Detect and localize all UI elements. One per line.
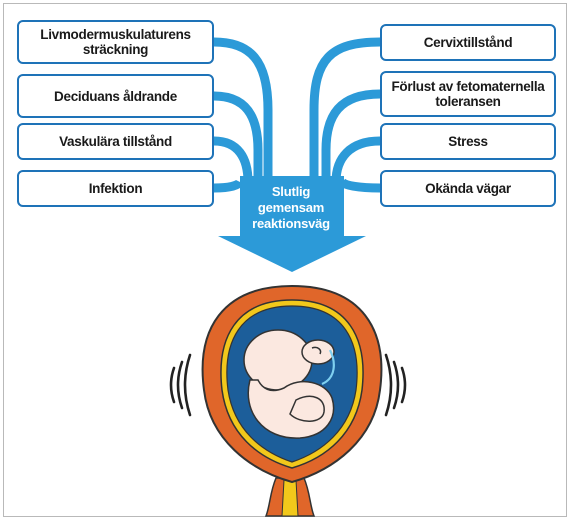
vibration-left-icon (171, 355, 190, 415)
factor-label: Okända vägar (425, 181, 511, 196)
final-pathway-label: Slutlig gemensam reaktionsväg (236, 184, 346, 232)
factor-box-left-1: Livmodermuskulaturens sträckning (17, 20, 214, 64)
vibration-right-icon (386, 355, 405, 415)
factor-label: Vaskulära tillstånd (59, 134, 172, 149)
flow-lines (214, 42, 380, 188)
final-pathway-line-3: reaktionsväg (236, 216, 346, 232)
factor-box-right-2: Förlust av fetomaternella toleransen (380, 71, 556, 117)
factor-box-left-3: Vaskulära tillstånd (17, 123, 214, 160)
factor-label: Infektion (89, 181, 143, 196)
final-pathway-line-1: Slutlig (236, 184, 346, 200)
factor-box-left-2: Deciduans åldrande (17, 74, 214, 118)
factor-box-left-4: Infektion (17, 170, 214, 207)
factor-box-right-4: Okända vägar (380, 170, 556, 207)
final-pathway-line-2: gemensam (236, 200, 346, 216)
factor-label: Stress (448, 134, 487, 149)
factor-label: Deciduans åldrande (54, 89, 177, 104)
cervix-icon (266, 478, 314, 516)
flow-line-right-4 (342, 182, 380, 188)
factor-label: Cervixtillstånd (424, 35, 513, 50)
factor-label: Livmodermuskulaturens sträckning (25, 27, 206, 57)
factor-label: Förlust av fetomaternella toleransen (388, 79, 548, 109)
factor-box-right-3: Stress (380, 123, 556, 160)
flow-line-left-3 (214, 141, 248, 182)
flow-line-right-3 (336, 141, 380, 182)
factor-box-right-1: Cervixtillstånd (380, 24, 556, 61)
